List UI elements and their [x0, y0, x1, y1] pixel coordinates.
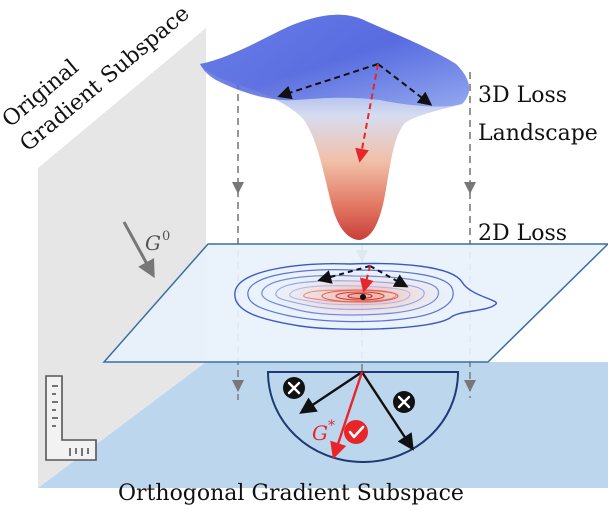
loss3d-label-line1: 3D Loss	[478, 83, 567, 108]
loss-3d-surface-top	[200, 14, 470, 107]
loss-2d-arrows	[317, 265, 409, 293]
check-circle-icon	[344, 420, 368, 444]
svg-text:G: G	[145, 231, 161, 255]
original-subspace-plane	[38, 28, 206, 488]
loss2d-label: 2D Loss	[478, 221, 567, 246]
loss-3d-arrows	[277, 63, 433, 163]
svg-text:0: 0	[162, 229, 170, 244]
g0-arrow	[122, 221, 155, 279]
loss3d-label-line2: Landscape	[478, 121, 598, 146]
minimum-point	[360, 294, 366, 300]
svg-text:*: *	[328, 418, 335, 434]
svg-text:G: G	[312, 421, 328, 445]
g0-label: G 0	[145, 229, 170, 255]
ruler-corner-icon	[45, 375, 97, 461]
x-circle-icon	[283, 377, 305, 399]
gstar-label: G *	[312, 418, 335, 445]
orthogonal-arrows	[299, 371, 414, 460]
x-circle-icon	[393, 391, 415, 413]
orthogonal-subspace-label: Orthogonal Gradient Subspace	[118, 481, 464, 506]
